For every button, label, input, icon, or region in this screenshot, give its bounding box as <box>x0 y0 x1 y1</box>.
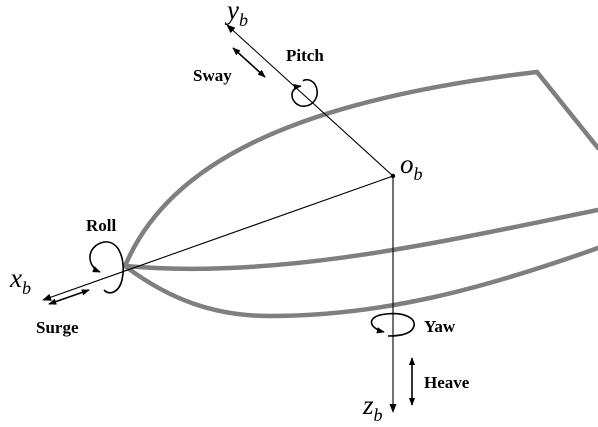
surge-arrow <box>48 289 90 305</box>
sway-indicator: Sway <box>193 47 266 85</box>
origin-point <box>390 173 396 179</box>
z-axis-label: zb <box>362 390 383 425</box>
sway-label: Sway <box>193 66 232 85</box>
hull-waterline <box>122 207 598 272</box>
heave-indicator: Heave <box>408 357 470 406</box>
hull-deck-edge <box>122 69 540 269</box>
yaw-rotation-arrow <box>370 312 415 337</box>
x-axis <box>42 175 394 301</box>
heave-label: Heave <box>424 373 470 392</box>
x-axis-label: xb <box>9 263 31 298</box>
pitch-rotation-arrow <box>291 78 318 107</box>
roll-indicator: Roll <box>86 216 124 294</box>
origin-label: ob <box>400 149 423 184</box>
pitch-indicator: Pitch <box>286 46 324 107</box>
roll-label: Roll <box>86 216 117 235</box>
hull-stern-edge <box>534 69 598 151</box>
y-axis-label: yb <box>224 0 248 30</box>
sway-arrow <box>232 47 266 78</box>
surge-indicator: Surge <box>36 289 90 337</box>
yaw-label: Yaw <box>424 317 456 336</box>
yaw-indicator: Yaw <box>370 312 456 337</box>
hull-keel <box>122 245 598 319</box>
body-axes <box>42 24 397 413</box>
hull-outline <box>122 69 598 319</box>
pitch-label: Pitch <box>286 46 324 65</box>
roll-rotation-arrow <box>89 241 124 294</box>
surge-label: Surge <box>36 318 79 337</box>
